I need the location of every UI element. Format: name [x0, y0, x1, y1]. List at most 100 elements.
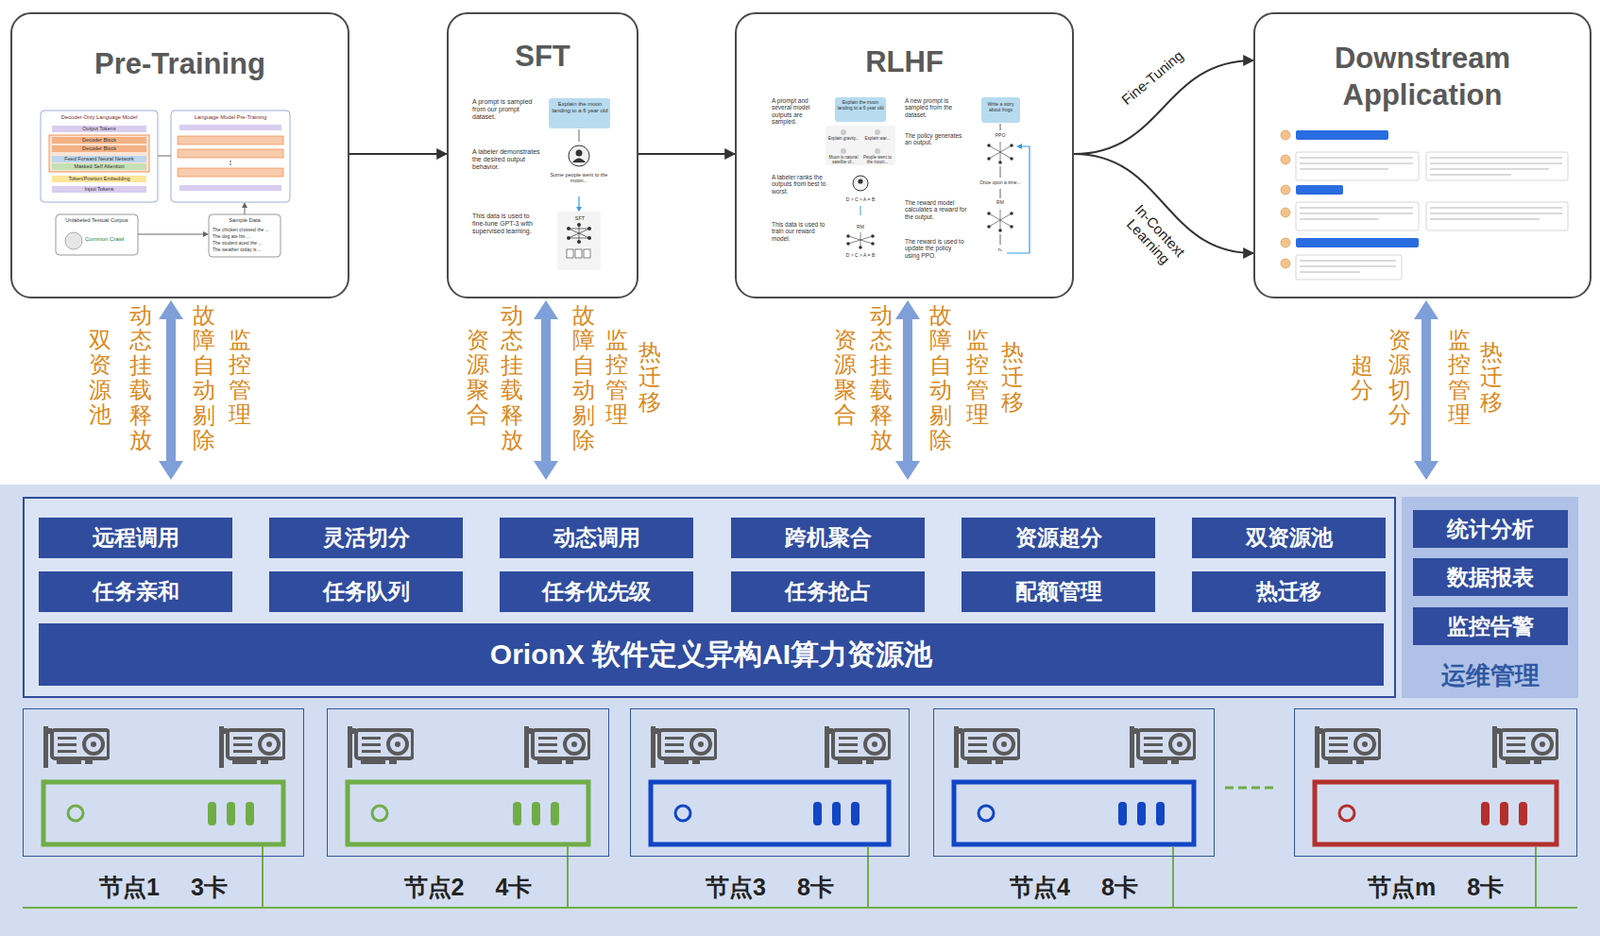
illustration-label: The chicken crossed the ...	[212, 227, 279, 234]
feature-button: 跨机聚合	[731, 517, 925, 559]
feature-button: 配额管理	[961, 571, 1156, 613]
illustration-label: Write a story about frogs	[982, 102, 1020, 114]
box-label: 数据报表	[1446, 562, 1534, 593]
illustration-label: Decoder-Only Language Model	[40, 114, 158, 121]
box-label: 任务优先级	[542, 577, 651, 607]
illustration-label: Explain gravity...	[827, 136, 860, 141]
illustration-label: The dog ate his ...	[212, 234, 279, 240]
feature-tag: 资源切分	[1388, 327, 1412, 428]
feature-button: 任务队列	[269, 571, 463, 613]
illustration-label: A new prompt is sampled from the dataset…	[904, 97, 968, 119]
ops-panel: 运维管理 统计分析数据报表监控告警	[1401, 496, 1579, 698]
edge-label: In-Context Learning	[1115, 196, 1194, 277]
node-caption: 节点2 4卡	[327, 871, 609, 903]
feature-button: 任务亲和	[38, 571, 233, 613]
server-node: 节点m 8卡	[1293, 708, 1578, 857]
stage-title: SFT	[514, 38, 571, 76]
illustration-label: Output Tokens	[51, 125, 147, 132]
node-caption: 节点4 8卡	[934, 871, 1214, 903]
illustration-label: Common Crawl	[85, 236, 133, 243]
illustration-label: Unlabeled Textual Corpus	[57, 217, 137, 224]
box-label: 热迁移	[1256, 577, 1322, 607]
box-label: 任务抢占	[784, 577, 872, 607]
stage-title: Downstream Application	[1299, 40, 1546, 115]
illustration-label: Moon is natural satellite of...	[827, 154, 860, 165]
illustration-label: The policy generates an output.	[904, 132, 968, 147]
feature-tag: 监控管理	[605, 327, 629, 428]
server-node: 节点3 8卡	[629, 708, 910, 857]
illustration-label: This data is used to fine-tune GPT-3 wit…	[472, 212, 545, 236]
illustration-label: rₖ	[989, 246, 1011, 254]
feature-tag: 热迁移	[1001, 340, 1024, 415]
feature-button: 任务抢占	[731, 571, 925, 613]
illustration-label: Sample Data	[210, 217, 279, 224]
box-label: 双资源池	[1245, 523, 1333, 553]
flow-arrow	[638, 153, 735, 155]
stage-title: RLHF	[865, 44, 944, 82]
feature-tag: 故障自动剔除	[929, 303, 953, 453]
illustration-label: Explain the moon landing to a 6 year old	[551, 101, 609, 115]
feature-tag: 动态挂载释放	[500, 303, 524, 453]
box-label: 跨机聚合	[784, 523, 872, 553]
box-label: 任务亲和	[92, 577, 180, 607]
feature-button: 资源超分	[961, 517, 1156, 559]
illustration-label: Explain war...	[861, 136, 894, 141]
feature-tag: 资源聚合	[834, 327, 857, 428]
illustration-label: Explain the moon landing to a 6 year old	[836, 100, 885, 112]
feature-tag: 动态挂载释放	[869, 303, 893, 453]
node-caption: 节点m 8卡	[1294, 871, 1577, 903]
box-label: OrionX 软件定义异构AI算力资源池	[490, 635, 933, 675]
feature-button: 动态调用	[499, 517, 694, 559]
illustration-label: PPO	[989, 133, 1011, 139]
feature-tag: 双资源池	[88, 327, 112, 428]
box-label: 任务队列	[323, 577, 410, 607]
flow-arrow	[349, 153, 447, 155]
node-caption: 节点1 3卡	[23, 871, 304, 903]
illustration-label: Decoder Block	[51, 145, 147, 152]
illustration-label: RM	[989, 200, 1011, 206]
feature-tag: 监控管理	[228, 327, 252, 428]
illustration-label: The student aced the ...	[212, 240, 279, 247]
feature-tag: 动态挂载释放	[129, 303, 153, 453]
illustration-label: SFT	[566, 215, 594, 222]
resource-pool-band: OrionX 软件定义异构AI算力资源池	[38, 623, 1384, 686]
illustration-label: Token/Position Embedding	[51, 175, 147, 182]
box-label: 运维管理	[1441, 659, 1540, 693]
illustration-label: The weather today is ...	[212, 247, 279, 254]
feature-tag: 监控管理	[1447, 327, 1471, 428]
box-label: 配额管理	[1015, 577, 1103, 607]
ops-button: 统计分析	[1412, 510, 1568, 548]
illustration-label: D > C > A = B	[836, 197, 885, 204]
feature-button: 双资源池	[1191, 517, 1386, 559]
ops-button: 监控告警	[1412, 607, 1568, 646]
illustration-label: A labeler ranks the outputs from best to…	[771, 173, 829, 195]
server-node: 节点1 3卡	[22, 708, 305, 857]
illustration-label: Once upon a time...	[974, 180, 1026, 187]
illustration-label: Feed Forward Neural Network	[51, 155, 147, 162]
feature-button: 任务优先级	[499, 571, 694, 613]
box-label: 资源超分	[1015, 523, 1103, 553]
box-label: 监控告警	[1446, 612, 1534, 642]
illustration-label: RM	[850, 224, 871, 231]
illustration-label: D > C > A = B	[836, 253, 885, 259]
illustration-label: Masked Self Attention	[51, 163, 147, 170]
illustration-label: This data is used to train our reward mo…	[771, 221, 829, 242]
feature-button: 灵活切分	[269, 517, 463, 559]
feature-button: 远程调用	[38, 517, 233, 559]
feature-tag: 故障自动剔除	[192, 303, 216, 453]
feature-tag: 热迁移	[638, 340, 662, 415]
illustration-label: Decoder Block	[51, 136, 147, 143]
node-caption: 节点3 8卡	[630, 871, 909, 903]
server-node: 节点4 8卡	[933, 708, 1215, 857]
ops-button: 数据报表	[1412, 558, 1568, 596]
server-node: 节点2 4卡	[326, 708, 610, 857]
box-label: 远程调用	[92, 523, 180, 553]
feature-tag: 监控管理	[966, 327, 989, 428]
stage-box: RLHF	[734, 12, 1074, 299]
illustration-label: The reward model calculates a reward for…	[904, 199, 968, 221]
box-label: 统计分析	[1446, 514, 1534, 545]
feature-tag: 超分	[1350, 353, 1374, 404]
stage-box: SFT	[446, 12, 639, 299]
feature-tag: 故障自动剔除	[572, 303, 596, 453]
